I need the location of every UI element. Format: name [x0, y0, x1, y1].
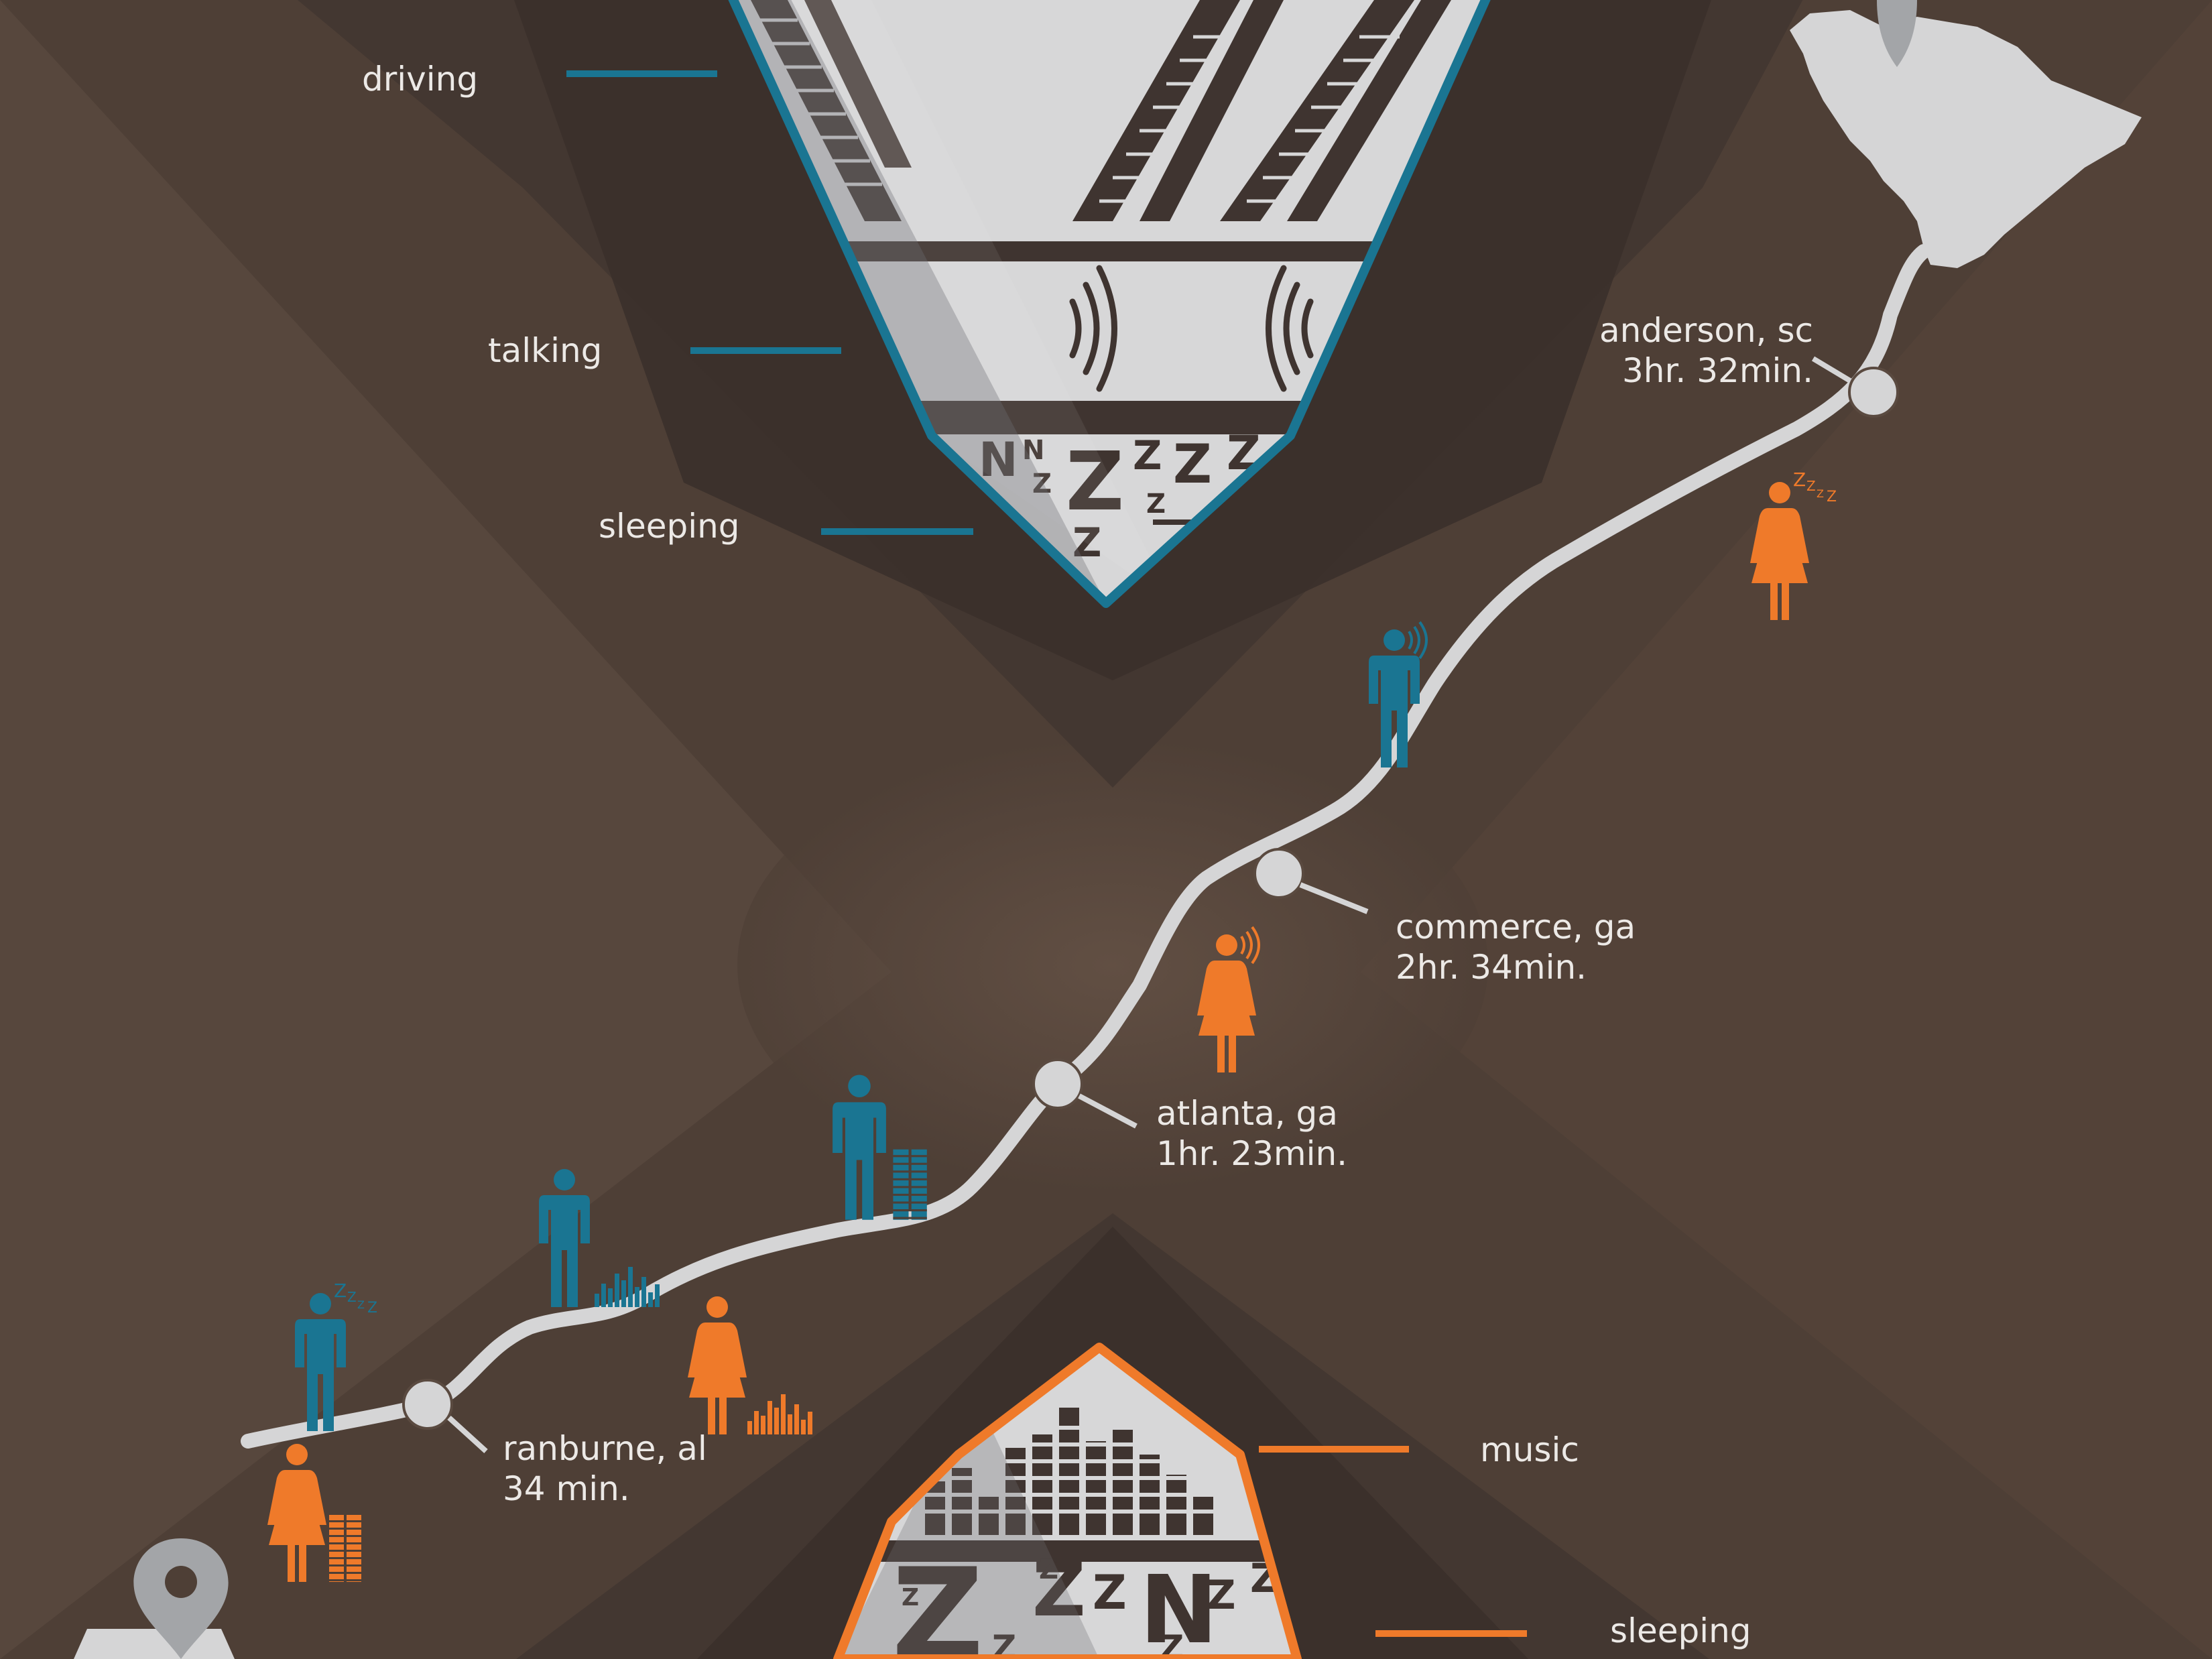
tire-tracks-icon	[329, 1515, 361, 1582]
stop-commerce-time: 2hr. 34min.	[1396, 948, 1587, 987]
stop-connector-anderson	[1811, 356, 1852, 383]
top-legend: driving talking sleeping	[362, 60, 973, 546]
stop-nodes	[402, 356, 1899, 1453]
svg-text:Z: Z	[1032, 469, 1052, 499]
svg-text:Z: Z	[1066, 436, 1124, 529]
svg-text:N: N	[1022, 435, 1044, 466]
svg-text:Z: Z	[1093, 1565, 1127, 1620]
sound-waves-icon	[1069, 265, 1314, 392]
legend-music-label: music	[1480, 1430, 1579, 1469]
traveler-male-music	[539, 1169, 660, 1307]
south-carolina-silhouette-icon	[1790, 10, 2142, 268]
svg-text:Z: Z	[357, 1298, 365, 1311]
svg-text:Z: Z	[1039, 1554, 1058, 1585]
start-map-base	[74, 1629, 235, 1659]
svg-text:N: N	[1140, 1556, 1218, 1659]
top-panel-sheen	[727, 0, 1173, 603]
svg-text:Z: Z	[1817, 487, 1824, 500]
traveler-male-talking	[1369, 621, 1428, 767]
stop-node-anderson[interactable]	[1848, 367, 1899, 418]
svg-text:Z: Z	[1827, 489, 1837, 505]
svg-text:Z: Z	[1173, 433, 1212, 495]
svg-text:Z: Z	[1032, 1547, 1086, 1633]
svg-text:N: N	[979, 432, 1018, 487]
destination-pin-icon	[1877, 0, 1917, 67]
svg-text:Z: Z	[1072, 519, 1102, 566]
bottom-panel-shade	[838, 1388, 1099, 1659]
stop-labels: anderson, sc 3hr. 32min. commerce, ga 2h…	[503, 311, 1813, 1508]
svg-text:Z: Z	[992, 1628, 1016, 1659]
svg-text:Z: Z	[334, 1280, 347, 1302]
stop-connector-commerce	[1299, 882, 1369, 914]
stop-connector-atlanta	[1078, 1093, 1138, 1129]
equalizer-bars-icon	[595, 1267, 660, 1307]
svg-text:Z: Z	[1806, 478, 1816, 494]
stop-connector-ranburne	[447, 1416, 488, 1453]
top-funnel-outline	[728, 0, 1491, 608]
tire-tracks-icon	[893, 1149, 927, 1220]
traveler-female-music	[688, 1296, 812, 1434]
svg-text:Z: Z	[902, 1584, 919, 1611]
stop-commerce-place: commerce, ga	[1396, 908, 1636, 946]
background-wedge-left	[0, 0, 892, 1659]
background-wedge-right	[1361, 0, 2212, 1659]
sound-waves-icon	[1408, 621, 1428, 660]
stop-node-atlanta[interactable]	[1032, 1058, 1083, 1109]
stop-anderson-place: anderson, sc	[1599, 311, 1813, 350]
top-panel-shade	[727, 0, 1106, 603]
stop-atlanta-time: 1hr. 23min.	[1156, 1134, 1347, 1173]
legend-driving-label: driving	[362, 60, 478, 99]
sound-waves-icon	[1240, 926, 1260, 965]
zzz-icon: N N Z Z Z Z Z Z Z	[979, 426, 1274, 566]
road-route	[241, 244, 1931, 1449]
start-location	[74, 1538, 235, 1659]
legend-talking-label: talking	[488, 331, 602, 370]
stop-node-commerce[interactable]	[1253, 848, 1304, 899]
bottom-funnel-outline	[833, 1343, 1302, 1659]
svg-text:Z: Z	[367, 1300, 377, 1316]
svg-text:Z: Z	[1207, 1572, 1236, 1619]
svg-text:Z: Z	[1133, 432, 1162, 479]
svg-text:Z: Z	[347, 1289, 357, 1305]
map-pin-icon	[133, 1538, 229, 1659]
traveler-male-driving	[833, 1074, 927, 1220]
stop-ranburne-time: 34 min.	[503, 1469, 630, 1508]
stop-anderson-time: 3hr. 32min.	[1622, 351, 1813, 390]
bottom-band-separator	[838, 1540, 1297, 1562]
equalizer-bars-icon	[747, 1394, 812, 1434]
svg-text:Z: Z	[1793, 469, 1806, 491]
svg-text:Z: Z	[1146, 489, 1166, 519]
map-pin-hole	[165, 1566, 197, 1598]
stop-node-ranburne[interactable]	[402, 1379, 453, 1430]
bottom-zzz-icon: Z Z Z Z Z N Z Z Z Z	[892, 1541, 1280, 1659]
svg-text:Z: Z	[1160, 1628, 1184, 1659]
legend-sleeping-label-bottom: sleeping	[1610, 1611, 1752, 1650]
traveler-female-driving	[267, 1444, 361, 1582]
tire-tracks-icon	[751, 0, 1451, 221]
bottom-legend: music sleeping	[1259, 1430, 1752, 1650]
background-glow	[737, 737, 1488, 1193]
svg-text:Z: Z	[892, 1541, 984, 1659]
stop-ranburne-place: ranburne, al	[503, 1429, 707, 1468]
legend-sleeping-label: sleeping	[599, 507, 740, 546]
traveler-female-talking	[1197, 926, 1260, 1072]
stop-atlanta-place: atlanta, ga	[1156, 1094, 1338, 1133]
